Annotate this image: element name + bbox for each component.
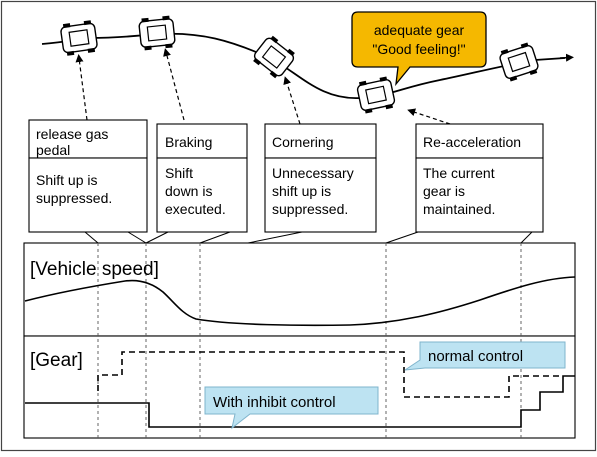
connector-line [199, 231, 231, 244]
car-icon [59, 19, 99, 57]
car-icon [355, 75, 397, 115]
phase-desc: executed. [165, 201, 226, 217]
connector-line [127, 231, 147, 244]
speed-panel-label: [Vehicle speed] [30, 259, 159, 280]
phase-box-reaccel: Re-acceleration The current gear is main… [415, 123, 544, 233]
arrow-reaccel [407, 108, 451, 125]
phase-title: Braking [165, 134, 212, 150]
phase-title-2: pedal [36, 142, 70, 158]
arrow-braking [163, 48, 185, 121]
callout-shape [351, 11, 487, 87]
phase-box-release: release gas pedal Shift up is suppressed… [28, 119, 148, 233]
connector-line [520, 231, 533, 244]
gear-inhibit-line [25, 375, 575, 428]
connector-line [145, 231, 169, 244]
callout-line2: "Good feeling!" [372, 41, 465, 57]
connector-line [84, 231, 99, 244]
phase-box-braking: Braking Shift down is executed. [156, 123, 248, 233]
normal-control-text: normal control [428, 348, 523, 365]
phase-desc: maintained. [423, 201, 495, 217]
connector-line [385, 231, 419, 244]
phase-desc: Shift up is [36, 172, 97, 188]
arrow-release [75, 54, 88, 121]
road-arrow [559, 53, 574, 62]
phase-desc: The current [423, 165, 495, 181]
phase-desc: down is [165, 183, 212, 199]
speed-curve [24, 276, 576, 327]
gear-panel-label: [Gear] [30, 350, 83, 371]
phase-desc: suppressed. [272, 201, 348, 217]
phase-desc: gear is [423, 183, 465, 199]
phase-title: release gas [36, 126, 108, 142]
connector-line [247, 231, 303, 244]
callout-line1: adequate gear [374, 22, 465, 38]
arrow-cornering [283, 76, 301, 125]
inhibit-control-label: With inhibit control [204, 386, 379, 430]
car-icon [497, 40, 541, 84]
car-icon [137, 14, 177, 52]
inhibit-control-text: With inhibit control [213, 394, 336, 411]
callout-bubble: adequate gear "Good feeling!" [351, 11, 487, 87]
speed-panel [23, 242, 576, 337]
gear-normal-line [97, 351, 563, 398]
phase-desc: shift up is [272, 183, 331, 199]
phase-desc: Unnecessary [272, 165, 354, 181]
phase-desc: suppressed. [36, 190, 112, 206]
normal-control-label: normal control [404, 341, 566, 371]
phase-box-cornering: Cornering Unnecessary shift up is suppre… [264, 123, 377, 233]
phase-title: Re-acceleration [423, 134, 521, 150]
phase-title: Cornering [272, 134, 333, 150]
phase-desc: Shift [165, 165, 193, 181]
car-icon [250, 33, 298, 81]
